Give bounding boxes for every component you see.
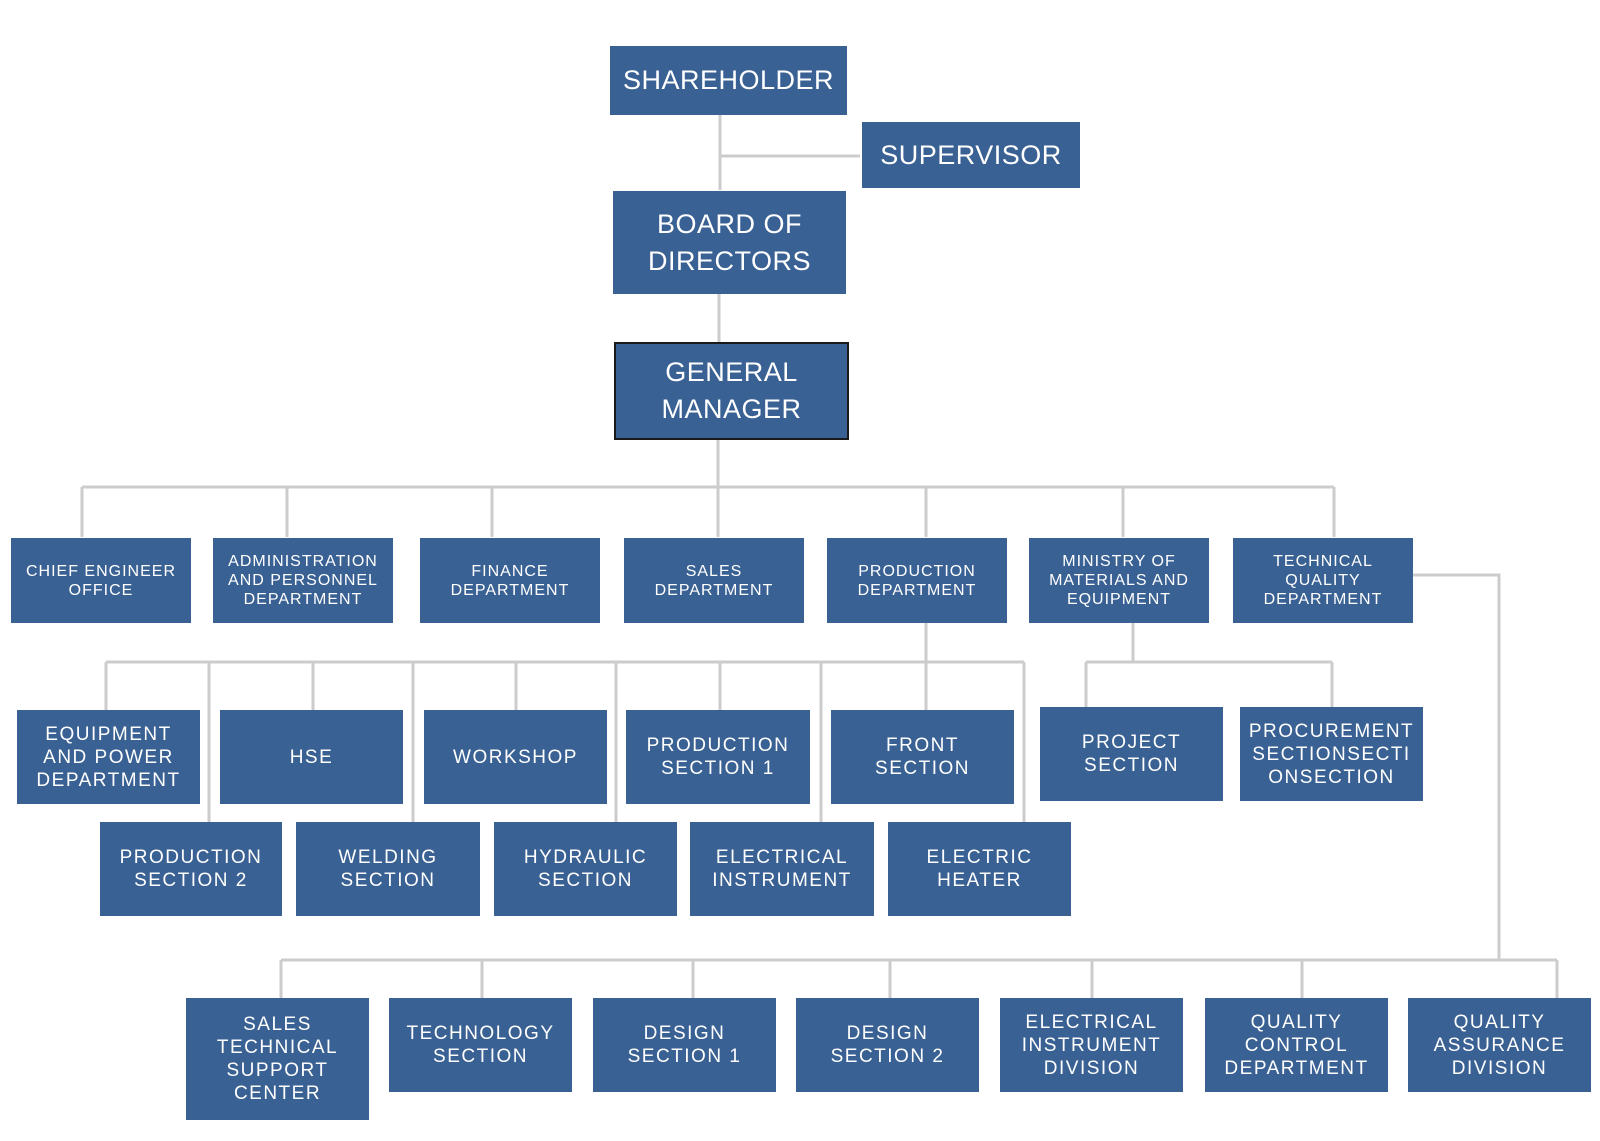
board-of-directors-box[interactable]: BOARD OF DIRECTORS [613,191,846,294]
supervisor-box[interactable]: SUPERVISOR [862,122,1080,188]
production-section-2-box[interactable]: PRODUCTION SECTION 2 [100,822,282,916]
technical-quality-department-box[interactable]: TECHNICAL QUALITY DEPARTMENT [1233,538,1413,623]
production-department-box[interactable]: PRODUCTION DEPARTMENT [827,538,1007,623]
chief-engineer-office-box[interactable]: CHIEF ENGINEER OFFICE [11,538,191,623]
hydraulic-section-box[interactable]: HYDRAULIC SECTION [494,822,677,916]
electrical-instrument-box[interactable]: ELECTRICAL INSTRUMENT [690,822,874,916]
technology-section-box[interactable]: TECHNOLOGY SECTION [389,998,572,1092]
electric-heater-box[interactable]: ELECTRIC HEATER [888,822,1071,916]
administration-personnel-department-box[interactable]: ADMINISTRATION AND PERSONNEL DEPARTMENT [213,538,393,623]
welding-section-box[interactable]: WELDING SECTION [296,822,480,916]
hse-box[interactable]: HSE [220,710,403,804]
workshop-box[interactable]: WORKSHOP [424,710,607,804]
front-section-box[interactable]: FRONT SECTION [831,710,1014,804]
project-section-box[interactable]: PROJECT SECTION [1040,707,1223,801]
equipment-power-department-box[interactable]: EQUIPMENT AND POWER DEPARTMENT [17,710,200,804]
electrical-instrument-division-box[interactable]: ELECTRICAL INSTRUMENT DIVISION [1000,998,1183,1092]
sales-department-box[interactable]: SALES DEPARTMENT [624,538,804,623]
general-manager-box[interactable]: GENERAL MANAGER [614,342,849,440]
shareholder-box[interactable]: SHAREHOLDER [610,46,847,115]
production-section-1-box[interactable]: PRODUCTION SECTION 1 [626,710,810,804]
connector [1413,573,1501,960]
materials-equipment-box[interactable]: MINISTRY OF MATERIALS AND EQUIPMENT [1029,538,1209,623]
quality-control-department-box[interactable]: QUALITY CONTROL DEPARTMENT [1205,998,1388,1092]
sales-technical-support-center-box[interactable]: SALES TECHNICAL SUPPORT CENTER [186,998,369,1120]
quality-assurance-division-box[interactable]: QUALITY ASSURANCE DIVISION [1408,998,1591,1092]
finance-department-box[interactable]: FINANCE DEPARTMENT [420,538,600,623]
design-section-2-box[interactable]: DESIGN SECTION 2 [796,998,979,1092]
procurement-section-box[interactable]: PROCUREMENT SECTIONSECTI ONSECTION [1240,707,1423,801]
design-section-1-box[interactable]: DESIGN SECTION 1 [593,998,776,1092]
